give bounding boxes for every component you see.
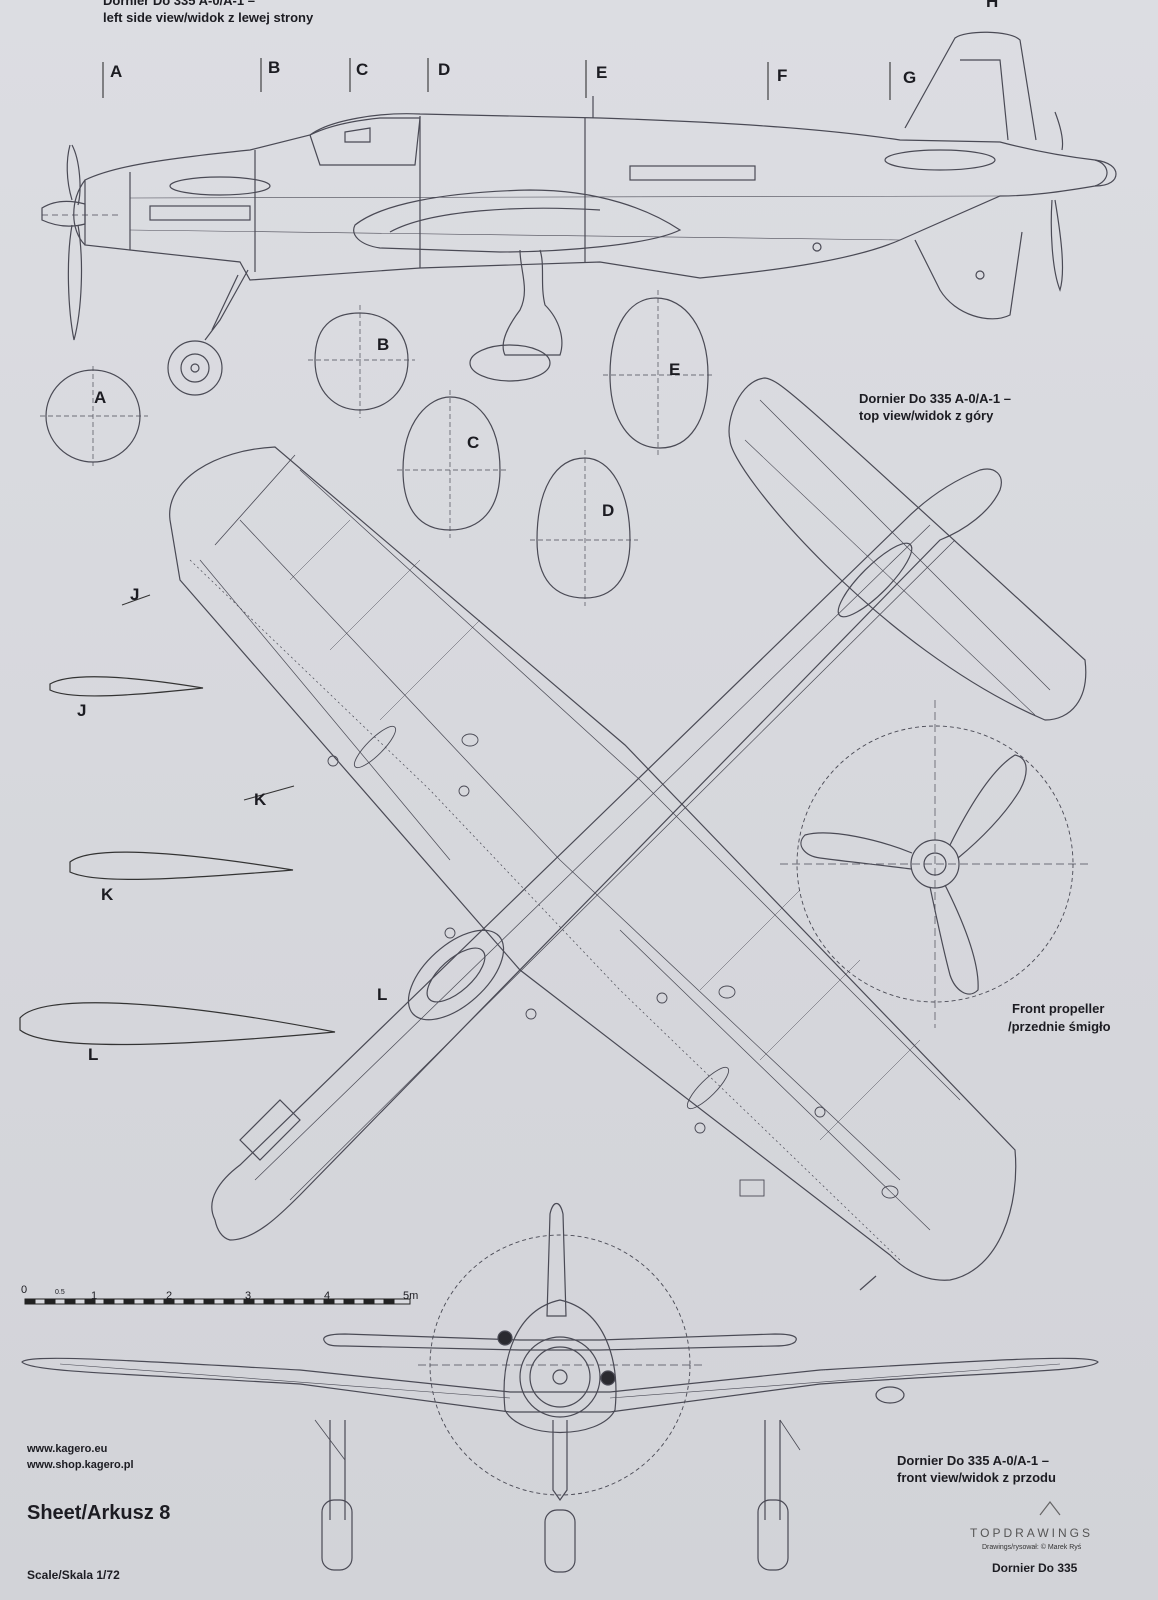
wing-section-k: K (101, 885, 114, 904)
model-name: Dornier Do 335 (992, 1561, 1078, 1575)
wing-section-l: L (88, 1045, 99, 1064)
sheet-number: Sheet/Arkusz 8 (27, 1502, 171, 1524)
scale-label-1: 1 (91, 1290, 98, 1302)
station-b: B (268, 58, 281, 77)
station-h: H (986, 0, 999, 11)
section-label-c: C (467, 433, 480, 452)
section-label-d: D (602, 501, 615, 520)
scale-label-5m: 5m (403, 1290, 419, 1302)
wing-cut-l: L (377, 985, 388, 1004)
front-propeller-drawing (780, 700, 1090, 1028)
side-view-drawing (41, 31, 1117, 396)
wing-cut-j: J (130, 585, 140, 604)
scale-label-3: 3 (245, 1290, 252, 1302)
scale-label-2: 2 (166, 1290, 173, 1302)
front-view-title-1: Dornier Do 335 A-0/A-1 – (897, 1453, 1049, 1468)
scale-label-4: 4 (324, 1290, 331, 1302)
scale-note: Scale/Skala 1/72 (27, 1568, 120, 1582)
station-e: E (596, 63, 608, 82)
station-c: C (356, 60, 369, 79)
station-a: A (110, 62, 123, 81)
front-view-drawing (21, 1202, 1099, 1573)
side-view-title-2: left side view/widok z lewej strony (103, 10, 314, 25)
section-label-b: B (377, 335, 390, 354)
shop-link[interactable]: www.shop.kagero.pl (27, 1459, 134, 1471)
fuselage-sections (40, 290, 715, 606)
top-view-title-2: top view/widok z góry (859, 408, 994, 423)
station-d: D (438, 60, 451, 79)
side-view-title-1: Dornier Do 335 A-0/A-1 – (103, 0, 255, 8)
wing-section-j: J (77, 701, 87, 720)
website-link[interactable]: www.kagero.eu (27, 1443, 108, 1455)
top-view-drawing (169, 377, 1087, 1291)
top-view-title-1: Dornier Do 335 A-0/A-1 – (859, 391, 1011, 406)
section-label-e: E (669, 360, 681, 379)
station-g: G (903, 68, 917, 87)
brand-logo: TOPDRAWINGS (970, 1526, 1094, 1540)
scale-bar (24, 1298, 411, 1305)
drawing-credit: Drawings/rysował: © Marek Ryś (982, 1544, 1082, 1551)
scale-label-0: 0 (21, 1284, 28, 1296)
topdrawings-logo-icon (1039, 1501, 1061, 1516)
station-f: F (777, 66, 788, 85)
front-view-title-2: front view/widok z przodu (897, 1470, 1056, 1485)
wing-sections (19, 594, 336, 1046)
wing-cut-k: K (254, 790, 267, 809)
scale-label-05: 0.5 (55, 1289, 65, 1296)
section-label-a: A (94, 388, 107, 407)
propeller-caption-1: Front propeller (1012, 1001, 1105, 1016)
propeller-caption-2: /przednie śmigło (1008, 1019, 1111, 1034)
